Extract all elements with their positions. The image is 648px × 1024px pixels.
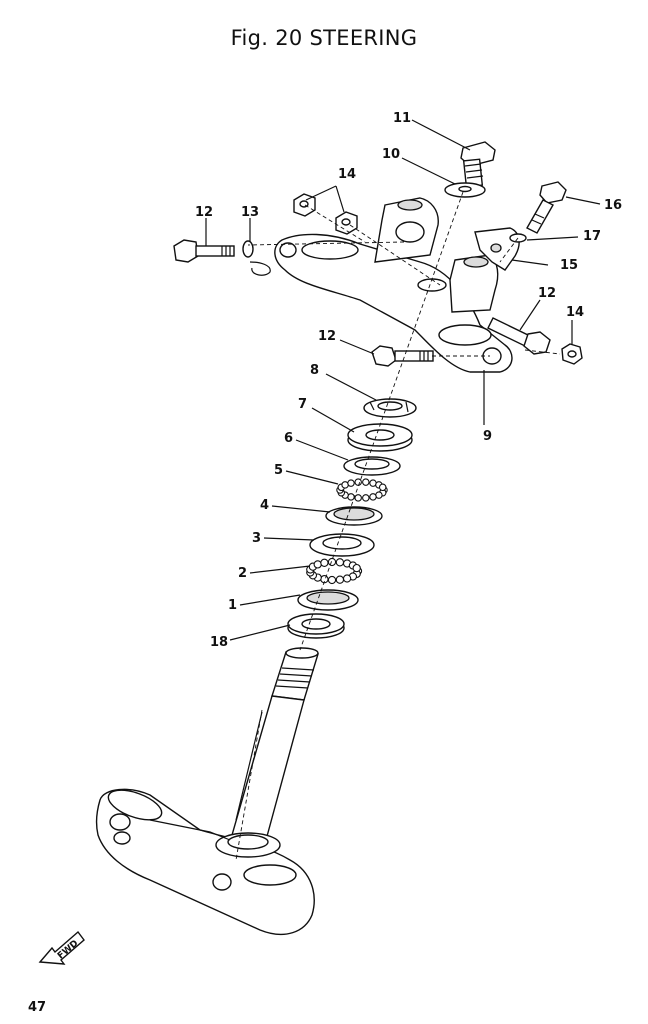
- dust-seal-18: [287, 613, 345, 639]
- nut-14-c: [561, 343, 583, 365]
- bearing-ball: [352, 563, 361, 573]
- bearing-ball: [378, 483, 387, 492]
- bearing-ball: [354, 478, 362, 486]
- page-number: 47: [28, 1000, 47, 1015]
- callout-17: 17: [583, 229, 601, 244]
- washer-10: [444, 182, 486, 198]
- bearing-ball: [362, 494, 370, 502]
- callout-1: 1: [228, 598, 237, 613]
- race-3: [309, 533, 375, 557]
- race-6: [343, 456, 401, 476]
- bearing-ball: [327, 557, 337, 567]
- fwd-arrow-icon: FWD: [38, 930, 85, 965]
- cover-7: [347, 423, 413, 452]
- bearing-ball: [354, 494, 362, 502]
- callout-12-left: 12: [195, 205, 213, 220]
- bearing-ball: [362, 478, 370, 486]
- callout-12-right: 12: [538, 286, 556, 301]
- steering-stem: [231, 647, 319, 841]
- bearing-ball: [347, 479, 355, 487]
- ball-set-2: [306, 557, 363, 585]
- race-1: [297, 589, 359, 611]
- bearing-ball: [320, 558, 329, 567]
- figure-title: Fig. 20 STEERING: [230, 26, 418, 50]
- bolt-11: [460, 141, 496, 188]
- callout-12-center: 12: [318, 329, 336, 344]
- ring-nut-8: [363, 398, 417, 418]
- bolt-16: [526, 181, 567, 234]
- callout-8: 8: [310, 363, 319, 378]
- callout-16: 16: [604, 198, 622, 213]
- callout-9: 9: [483, 429, 492, 444]
- bearing-ball: [335, 575, 345, 584]
- callout-15: 15: [560, 258, 578, 273]
- bearing-ball: [327, 575, 337, 585]
- bolt-12-right: [487, 317, 551, 355]
- leader-lines: [205, 119, 601, 641]
- upper-bracket: [274, 197, 513, 373]
- callout-2: 2: [238, 566, 247, 581]
- upper-clamp: [474, 227, 520, 271]
- bearing-ball: [335, 558, 345, 567]
- callout-18: 18: [210, 635, 228, 650]
- callout-10: 10: [382, 147, 400, 162]
- bolt-12-left: [173, 239, 235, 263]
- assembly-lines: [235, 191, 561, 861]
- callout-13: 13: [241, 205, 259, 220]
- callout-4: 4: [260, 498, 269, 513]
- under-bracket: [95, 788, 315, 936]
- ball-set-5: [336, 478, 388, 502]
- nut-14-b: [335, 211, 358, 235]
- callout-6: 6: [284, 431, 293, 446]
- bearing-ball: [313, 560, 322, 569]
- bolt-12-center: [371, 345, 434, 367]
- callout-7: 7: [298, 397, 307, 412]
- bearing-ball: [369, 493, 377, 501]
- callout-11: 11: [393, 111, 411, 126]
- callout-14-top: 14: [338, 167, 356, 182]
- callout-3: 3: [252, 531, 261, 546]
- callout-5: 5: [274, 463, 283, 478]
- callout-labels: 11 10 14 12 13 16 17 15 12 14 12 9 8 7 6…: [195, 111, 622, 650]
- race-4: [325, 506, 383, 526]
- callout-14-right: 14: [566, 305, 584, 320]
- bearing-ball: [342, 574, 352, 583]
- washer-13: [242, 240, 271, 276]
